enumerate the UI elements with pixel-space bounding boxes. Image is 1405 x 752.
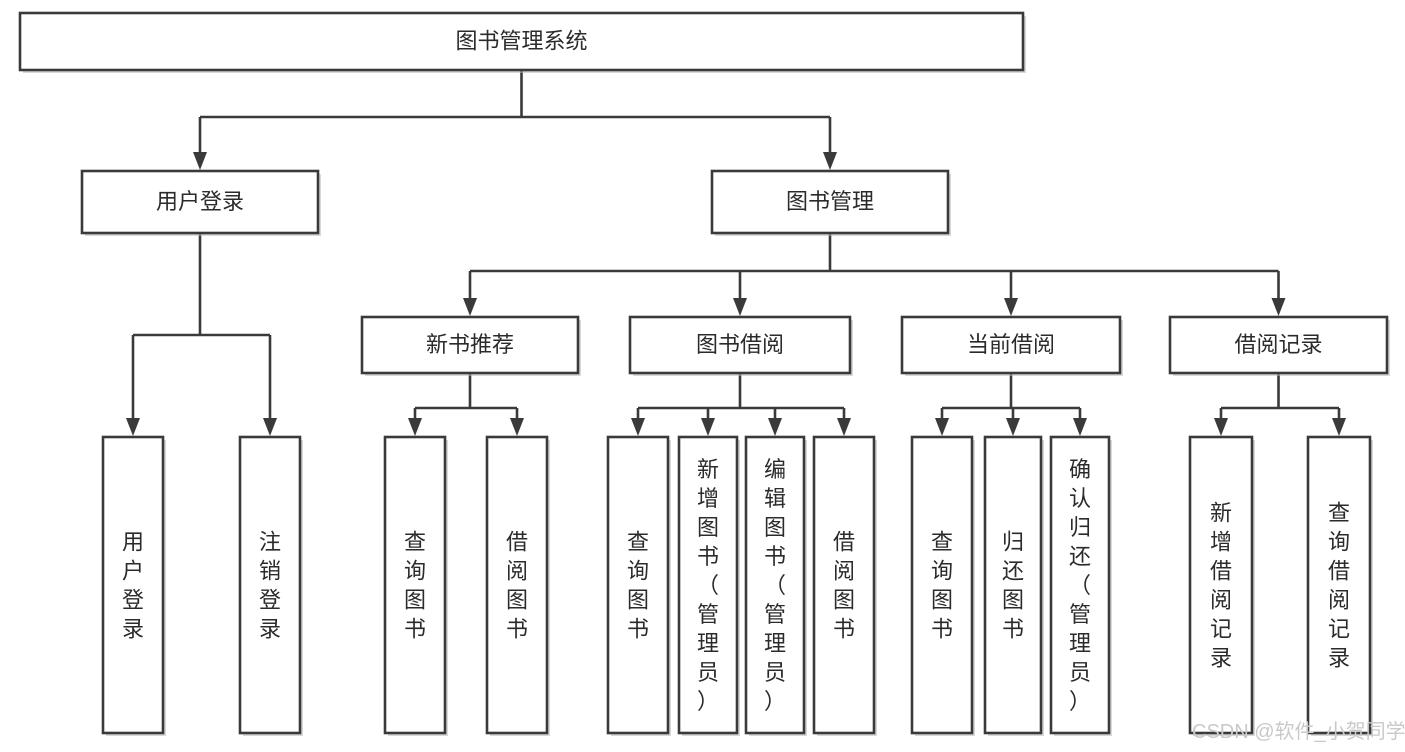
node-leaf-add-book[interactable]: 新增图书（管理员） — [677, 435, 740, 736]
arrow-head-icon — [733, 298, 747, 316]
arrow-head-icon — [823, 152, 837, 170]
arrow-head-icon — [935, 418, 949, 436]
node-borrow-record[interactable]: 借阅记录 — [1168, 315, 1390, 376]
node-user-login-box[interactable] — [80, 169, 320, 235]
node-leaf-return-book-label: 归还图书 — [1002, 530, 1024, 642]
arrow-head-icon — [1073, 418, 1087, 436]
node-leaf-user-login-box[interactable] — [101, 435, 165, 735]
arrow-head-icon — [768, 418, 782, 436]
node-leaf-user-login-label: 用户登录 — [122, 530, 144, 642]
node-new-book-recommend-box[interactable] — [360, 315, 580, 375]
node-new-book-recommend-label: 新书推荐 — [426, 332, 514, 357]
arrow-head-icon — [193, 152, 207, 170]
node-boxes: 图书管理系统用户登录图书管理新书推荐图书借阅当前借阅借阅记录用户登录注销登录查询… — [18, 11, 1390, 736]
node-leaf-borrow-book-1[interactable]: 借阅图书 — [485, 435, 550, 736]
node-leaf-borrow-book-1-label: 借阅图书 — [506, 530, 528, 642]
node-leaf-borrow-book-2[interactable]: 借阅图书 — [812, 435, 877, 736]
node-leaf-query-record-label: 查询借阅记录 — [1328, 501, 1350, 671]
node-leaf-query-book-1-box[interactable] — [383, 435, 447, 735]
arrow-head-icon — [463, 298, 477, 316]
node-leaf-query-book-3-label: 查询图书 — [931, 530, 953, 642]
arrow-head-icon — [1332, 418, 1346, 436]
node-leaf-add-record-box[interactable] — [1188, 435, 1254, 735]
node-borrow-record-label: 借阅记录 — [1234, 332, 1322, 357]
arrow-head-icon — [837, 418, 851, 436]
node-leaf-return-book[interactable]: 归还图书 — [983, 435, 1044, 736]
node-leaf-edit-book-label: 编辑图书（管理员） — [764, 457, 786, 714]
node-leaf-add-book-label: 新增图书（管理员） — [697, 457, 719, 714]
node-root-label: 图书管理系统 — [455, 28, 587, 53]
node-user-login[interactable]: 用户登录 — [80, 169, 321, 236]
node-borrow-record-box[interactable] — [1168, 315, 1389, 375]
arrow-head-icon — [1006, 418, 1020, 436]
node-book-borrow-label: 图书借阅 — [696, 332, 784, 357]
arrow-head-icon — [1214, 418, 1228, 436]
node-leaf-user-login[interactable]: 用户登录 — [101, 435, 166, 736]
node-leaf-borrow-book-2-box[interactable] — [812, 435, 876, 735]
node-book-manage-box[interactable] — [710, 169, 950, 235]
node-leaf-confirm-return[interactable]: 确认归还（管理员） — [1049, 435, 1112, 736]
node-leaf-query-book-2-label: 查询图书 — [627, 530, 649, 642]
node-leaf-query-book-1-label: 查询图书 — [404, 530, 426, 642]
node-leaf-user-logout-label: 注销登录 — [259, 530, 281, 642]
node-leaf-add-book-box[interactable] — [677, 435, 739, 735]
csdn-watermark: CSDN @软件_小贺同学 — [1192, 720, 1405, 743]
node-root-box[interactable] — [18, 11, 1025, 72]
node-leaf-confirm-return-box[interactable] — [1049, 435, 1111, 735]
node-leaf-add-record[interactable]: 新增借阅记录 — [1188, 435, 1255, 736]
node-leaf-borrow-book-2-label: 借阅图书 — [833, 530, 855, 642]
node-new-book-recommend[interactable]: 新书推荐 — [360, 315, 581, 376]
node-current-borrow[interactable]: 当前借阅 — [900, 315, 1123, 376]
node-leaf-query-record[interactable]: 查询借阅记录 — [1306, 435, 1373, 736]
node-leaf-query-book-1[interactable]: 查询图书 — [383, 435, 448, 736]
node-book-borrow-box[interactable] — [628, 315, 852, 375]
node-book-manage[interactable]: 图书管理 — [710, 169, 951, 236]
node-book-manage-label: 图书管理 — [786, 189, 874, 214]
arrow-head-icon — [1271, 298, 1286, 316]
node-current-borrow-box[interactable] — [900, 315, 1122, 375]
node-leaf-user-logout[interactable]: 注销登录 — [238, 435, 303, 736]
node-leaf-query-book-3-box[interactable] — [910, 435, 974, 735]
node-leaf-edit-book-box[interactable] — [744, 435, 806, 735]
arrow-head-icon — [126, 418, 140, 436]
node-leaf-add-record-label: 新增借阅记录 — [1210, 501, 1232, 671]
node-root[interactable]: 图书管理系统 — [18, 11, 1026, 73]
arrow-head-icon — [408, 418, 422, 436]
node-user-login-label: 用户登录 — [156, 189, 244, 214]
node-leaf-query-record-box[interactable] — [1306, 435, 1372, 735]
arrow-head-icon — [1004, 298, 1018, 316]
node-leaf-query-book-3[interactable]: 查询图书 — [910, 435, 975, 736]
node-leaf-query-book-2[interactable]: 查询图书 — [606, 435, 671, 736]
node-book-borrow[interactable]: 图书借阅 — [628, 315, 853, 376]
node-leaf-query-book-2-box[interactable] — [606, 435, 670, 735]
arrow-head-icon — [263, 418, 277, 436]
arrow-head-icon — [510, 418, 524, 436]
node-leaf-confirm-return-label: 确认归还（管理员） — [1069, 457, 1091, 714]
node-leaf-borrow-book-1-box[interactable] — [485, 435, 549, 735]
connector-lines — [126, 70, 1346, 436]
node-leaf-user-logout-box[interactable] — [238, 435, 302, 735]
node-current-borrow-label: 当前借阅 — [967, 332, 1055, 357]
node-leaf-return-book-box[interactable] — [983, 435, 1043, 735]
arrow-head-icon — [631, 418, 645, 436]
arrow-head-icon — [701, 418, 715, 436]
node-leaf-edit-book[interactable]: 编辑图书（管理员） — [744, 435, 807, 736]
